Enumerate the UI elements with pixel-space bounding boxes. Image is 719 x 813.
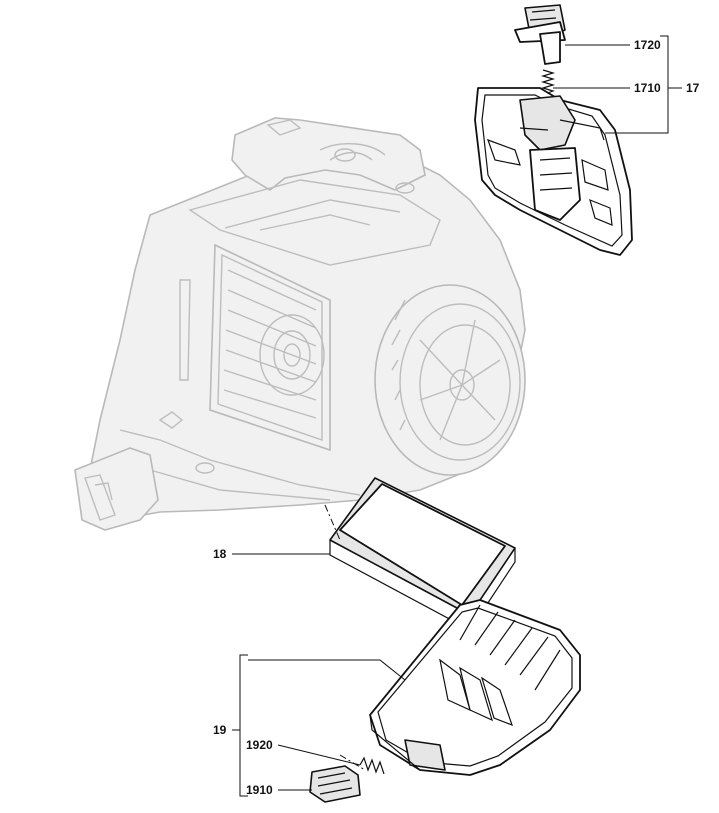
spring-1710 [540,69,556,95]
cover-19 [369,599,581,776]
vacuum-cleaner-body [74,117,526,531]
label-19: 19 [213,723,227,737]
leader-lines [232,35,682,797]
label-1710: 1710 [634,81,661,95]
label-17: 17 [686,81,700,95]
frame-17 [474,87,633,256]
spring-1920 [359,756,385,775]
filter-18 [329,477,516,632]
label-18: 18 [213,547,227,561]
latch-1910 [309,765,361,803]
handle-1720 [514,4,566,65]
label-1910: 1910 [246,783,273,797]
label-1920: 1920 [246,738,273,752]
label-1720: 1720 [634,38,661,52]
